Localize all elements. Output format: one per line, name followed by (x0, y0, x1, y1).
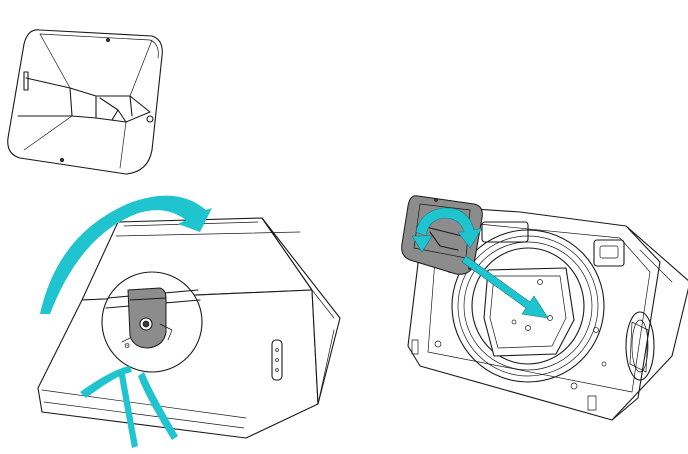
strap-icon (80, 366, 178, 448)
rotate-arrow-icon (40, 195, 212, 314)
horn-waveguide-icon (7, 29, 163, 175)
insert-arrow-icon (411, 207, 549, 319)
bracket-detail-circle: ⚙ (101, 271, 203, 373)
svg-text:⚙: ⚙ (124, 342, 130, 350)
